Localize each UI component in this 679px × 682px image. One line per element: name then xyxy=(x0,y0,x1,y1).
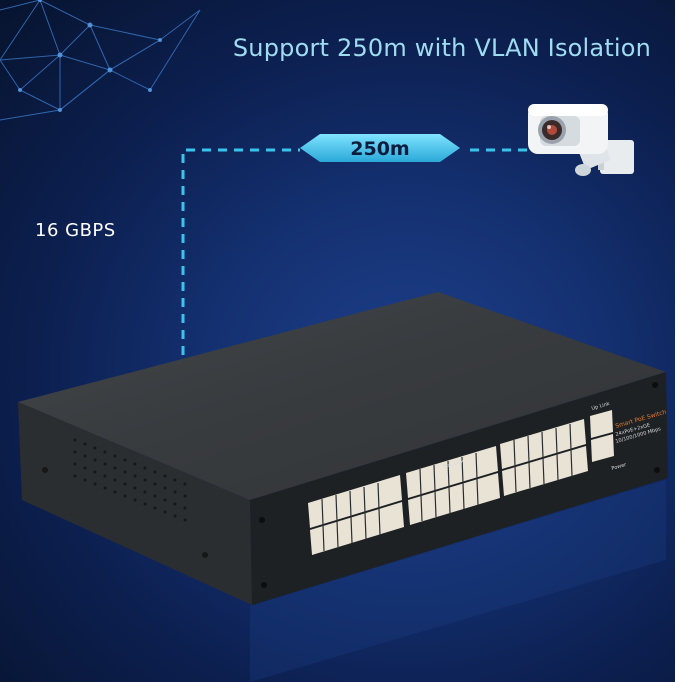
security-camera-icon xyxy=(528,104,634,176)
distance-arrow xyxy=(300,134,460,162)
distance-label: 250m xyxy=(350,138,410,160)
switch-reflection xyxy=(250,480,666,682)
headline: Support 250m with VLAN Isolation xyxy=(232,34,652,62)
power-label: Power xyxy=(611,462,628,472)
up-link-label: Up Link xyxy=(591,401,611,412)
connection-line xyxy=(181,148,560,355)
frame-edge xyxy=(675,0,679,682)
poe-switch-icon: Smart PoE Switch 24xPoE+2xGE 10/100/1000… xyxy=(18,292,668,605)
speed-label: 16 GBPS xyxy=(35,220,116,241)
poe-link-label: PoE Link xyxy=(443,458,465,470)
